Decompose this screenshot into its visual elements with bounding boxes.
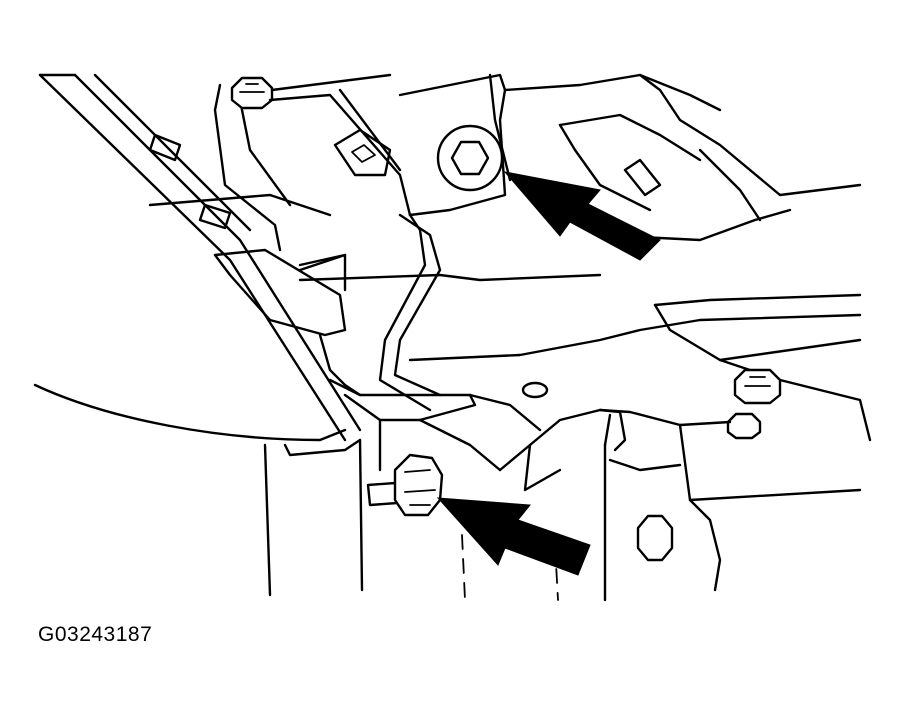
upper-right-bracket bbox=[398, 73, 862, 242]
lower-right-housing bbox=[418, 393, 862, 602]
middle-crossmember bbox=[298, 253, 872, 442]
lower-callout-arrow bbox=[436, 497, 591, 576]
top-left-nut bbox=[230, 76, 274, 110]
upper-callout-arrow bbox=[503, 171, 661, 261]
beam-hole bbox=[521, 381, 549, 399]
small-tab-plate bbox=[333, 128, 392, 177]
hidden-lines bbox=[461, 534, 559, 601]
upper-bolt bbox=[436, 124, 504, 192]
lower-bracket bbox=[283, 378, 477, 592]
right-lower-nut bbox=[726, 412, 762, 440]
right-upper-nut bbox=[733, 368, 782, 405]
lower-left-panel bbox=[33, 383, 347, 597]
housing-nut bbox=[636, 514, 674, 562]
right-bracket-slot bbox=[623, 158, 662, 197]
upper-left-bracket bbox=[148, 83, 332, 252]
figure-id-label: G03243187 bbox=[38, 623, 153, 646]
left-frame-member bbox=[38, 73, 362, 442]
bent-rod bbox=[378, 213, 442, 412]
top-edge-lines bbox=[268, 73, 412, 217]
lower-nut-stud bbox=[366, 453, 444, 517]
